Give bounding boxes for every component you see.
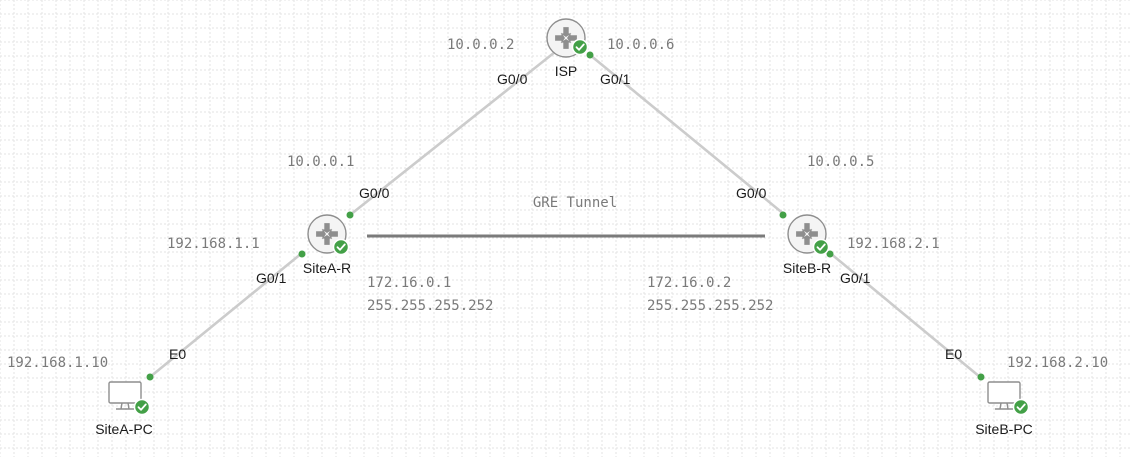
ip-label-isp-g01: 10.0.0.6 [607,37,674,53]
port-label-isp-g00: G0/0 [497,71,528,87]
ip-label-sitea-pc-e0: 192.168.1.10 [7,355,108,371]
port-label-sitea-r-g01: G0/1 [256,270,287,286]
tunnel-ip-siteb: 172.16.0.2 [647,275,731,291]
node-label-isp: ISP [555,63,578,79]
port-dot-sitea-r-g00[interactable] [346,211,354,219]
link-sitea-r-isp[interactable] [348,46,562,217]
port-dot-siteb-r-g00[interactable] [779,211,787,219]
port-label-siteb-r-g00: G0/0 [736,185,767,201]
node-label-siteb-pc: SiteB-PC [975,421,1033,437]
node-sitea-pc[interactable] [108,381,151,416]
port-label-siteb-pc-e0: E0 [945,346,962,362]
port-label-sitea-pc-e0: E0 [169,346,186,362]
node-label-sitea-r: SiteA-R [303,260,351,276]
port-label-sitea-r-g00: G0/0 [359,185,390,201]
node-label-sitea-pc: SiteA-PC [95,421,153,437]
port-dot-sitea-r-g01[interactable] [298,250,306,258]
tunnel-mask-siteb: 255.255.255.252 [647,298,773,314]
check-badge-icon [133,398,151,416]
node-label-siteb-r: SiteB-R [783,260,831,276]
port-dot-siteb-pc-e0[interactable] [977,373,985,381]
link-sitea-r-sitea-pc[interactable] [148,251,304,379]
node-sitea-r[interactable] [307,214,350,256]
ip-label-siteb-r-g00: 10.0.0.5 [807,154,874,170]
node-isp[interactable] [546,18,589,58]
port-dot-isp-g01[interactable] [586,51,594,59]
tunnel-label: GRE Tunnel [533,195,617,211]
tunnel-mask-sitea: 255.255.255.252 [367,298,493,314]
node-siteb-r[interactable] [787,214,830,256]
tunnel-ip-sitea: 172.16.0.1 [367,275,451,291]
port-label-siteb-r-g01: G0/1 [840,270,871,286]
port-dot-siteb-r-g01[interactable] [826,250,834,258]
ip-label-sitea-r-g00: 10.0.0.1 [287,154,354,170]
check-badge-icon [1012,398,1030,416]
port-dot-sitea-pc-e0[interactable] [146,373,154,381]
port-label-isp-g01: G0/1 [600,71,631,87]
check-badge-icon [332,238,350,256]
link-siteb-r-siteb-pc[interactable] [828,251,982,379]
ip-label-siteb-pc-e0: 192.168.2.10 [1007,355,1108,371]
ip-label-sitea-r-g01: 192.168.1.1 [167,236,260,252]
check-badge-icon [571,38,589,56]
ip-label-siteb-r-g01: 192.168.2.1 [847,236,940,252]
check-badge-icon [812,238,830,256]
ip-label-isp-g00: 10.0.0.2 [447,37,514,53]
link-isp-siteb-r[interactable] [588,53,787,217]
